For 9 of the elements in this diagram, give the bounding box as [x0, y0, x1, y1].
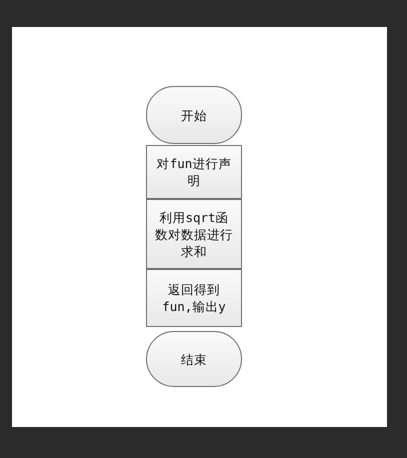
node-text: 开始	[180, 106, 208, 124]
process-box	[146, 145, 242, 199]
process-box	[146, 269, 242, 327]
node-text: 返回得到fun,输出y	[161, 281, 227, 315]
process-box	[146, 199, 242, 269]
node-text: 对fun进行声明	[156, 155, 232, 189]
node-text: 利用sqrt函数对数据进行求和	[154, 208, 234, 260]
terminal-node	[146, 86, 242, 144]
node-text: 结束	[180, 350, 208, 368]
